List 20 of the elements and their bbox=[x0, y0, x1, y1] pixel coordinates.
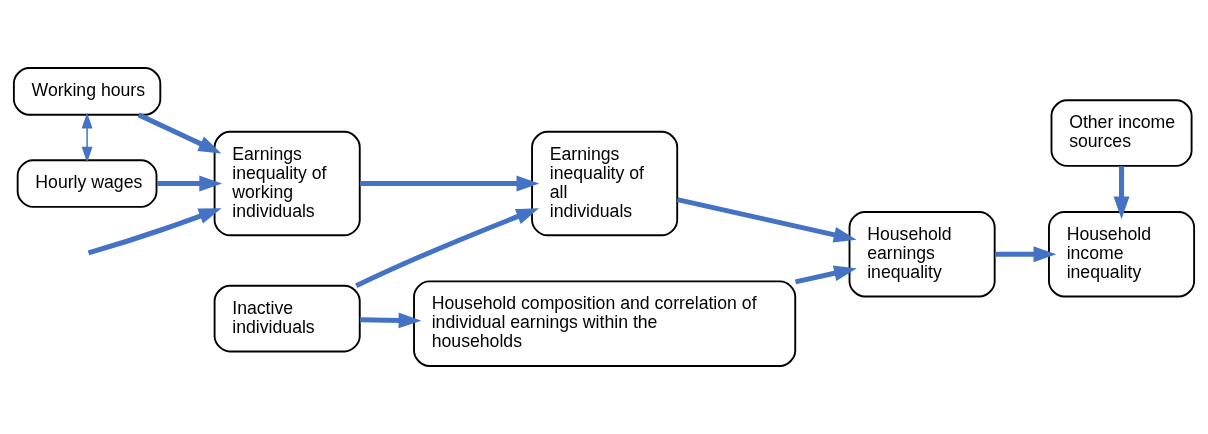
arrow bbox=[1113, 166, 1130, 220]
arrow bbox=[137, 112, 222, 154]
node-box: Inactive individuals bbox=[213, 284, 361, 353]
arrow bbox=[359, 175, 540, 192]
node-box: Other income sources bbox=[1050, 99, 1193, 167]
node-box: Hourly wages bbox=[16, 159, 158, 208]
node-box: Household earnings inequality bbox=[848, 211, 996, 298]
arrow bbox=[156, 175, 223, 192]
arrow bbox=[355, 208, 539, 288]
arrow bbox=[676, 197, 857, 243]
arrow bbox=[794, 265, 857, 285]
arrow bbox=[87, 208, 222, 256]
node-box: Household composition and correlation of individual earnings within the households bbox=[413, 280, 797, 367]
arrow bbox=[359, 312, 422, 329]
arrow bbox=[995, 246, 1057, 263]
node-box: Household income inequality bbox=[1048, 211, 1196, 298]
node-box: Earnings inequality of all individuals bbox=[531, 130, 679, 237]
node-box: Working hours bbox=[12, 67, 162, 116]
node-box: Earnings inequality of working individuals bbox=[213, 130, 361, 237]
arrow bbox=[81, 112, 93, 163]
